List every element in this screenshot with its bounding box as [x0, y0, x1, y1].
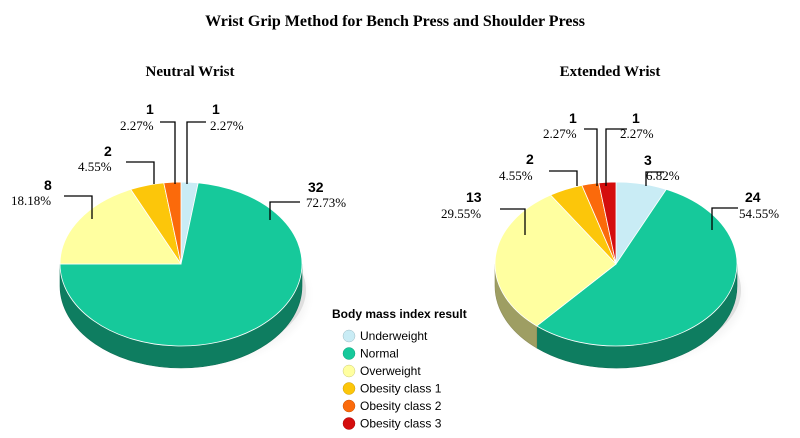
- leader-line-normal: [269, 201, 300, 220]
- slice-count-label: 1: [212, 101, 220, 117]
- legend-title: Body mass index result: [332, 307, 467, 321]
- slice-percent-label: 2.27%: [210, 118, 244, 133]
- slice-percent-label: 2.27%: [120, 118, 154, 133]
- pie-slice-obesity-class-3: [598, 181, 617, 265]
- legend-swatch-underweight: [342, 329, 356, 343]
- leader-line-underweight: [186, 121, 206, 184]
- leader-line-overweight: [64, 195, 93, 219]
- slice-percent-label: 29.55%: [441, 206, 481, 221]
- legend-label-underweight: Underweight: [360, 329, 428, 343]
- legend-label-obesity-class-2: Obesity class 2: [360, 399, 442, 413]
- slice-percent-label: 72.73%: [306, 195, 346, 210]
- slice-count-label: 2: [526, 151, 534, 167]
- slice-percent-label: 18.18%: [11, 193, 51, 208]
- slice-count-label: 8: [44, 177, 52, 193]
- legend-label-overweight: Overweight: [360, 364, 421, 378]
- leader-line-overweight: [500, 208, 526, 235]
- slice-percent-label: 54.55%: [739, 206, 779, 221]
- slice-count-label: 3: [644, 152, 652, 168]
- leader-line-obesity-class-1: [126, 161, 155, 184]
- slice-percent-label: 2.27%: [543, 126, 577, 141]
- pie-slice-overweight: [59, 189, 182, 265]
- figure-title: Wrist Grip Method for Bench Press and Sh…: [205, 13, 585, 30]
- slice-count-label: 1: [632, 110, 640, 126]
- legend: Body mass index result UnderweightNormal…: [332, 307, 467, 431]
- legend-swatch-obesity-class-1: [342, 382, 356, 395]
- pie-slice-normal: [59, 182, 303, 347]
- legend-swatch-overweight: [342, 364, 356, 378]
- slice-count-label: 2: [104, 143, 112, 159]
- slice-count-label: 32: [308, 179, 324, 195]
- legend-label-normal: Normal: [360, 347, 399, 361]
- slice-count-label: 1: [146, 101, 154, 117]
- leader-line-obesity-class-1: [549, 170, 578, 186]
- legend-label-obesity-class-1: Obesity class 1: [360, 382, 442, 396]
- leader-line-underweight: [645, 171, 664, 186]
- pie-slice-obesity-class-2: [163, 181, 182, 265]
- legend-label-obesity-class-3: Obesity class 3: [360, 417, 442, 431]
- slice-percent-label: 2.27%: [620, 126, 654, 141]
- slice-percent-label: 6.82%: [646, 168, 680, 183]
- leader-line-obesity-class-3: [605, 128, 627, 186]
- legend-swatch-normal: [342, 347, 356, 360]
- pie-slice-normal: [536, 189, 738, 347]
- slice-count-label: 24: [745, 189, 761, 205]
- legend-swatch-obesity-class-2: [342, 399, 356, 413]
- slice-count-label: 13: [466, 189, 482, 205]
- slice-percent-label: 4.55%: [78, 159, 112, 174]
- slice-percent-label: 4.55%: [499, 168, 533, 183]
- leader-line-normal: [711, 207, 738, 230]
- pie-neutral-wrist: Neutral Wrist 12.27%3272.73%818.18%24.55…: [11, 64, 346, 369]
- slice-count-label: 1: [569, 110, 577, 126]
- pie-title-extended: Extended Wrist: [560, 64, 661, 80]
- legend-swatch-obesity-class-3: [342, 417, 356, 430]
- leader-line-obesity-class-2: [160, 121, 176, 184]
- pie-title-neutral: Neutral Wrist: [145, 64, 234, 80]
- leader-line-obesity-class-2: [584, 128, 598, 186]
